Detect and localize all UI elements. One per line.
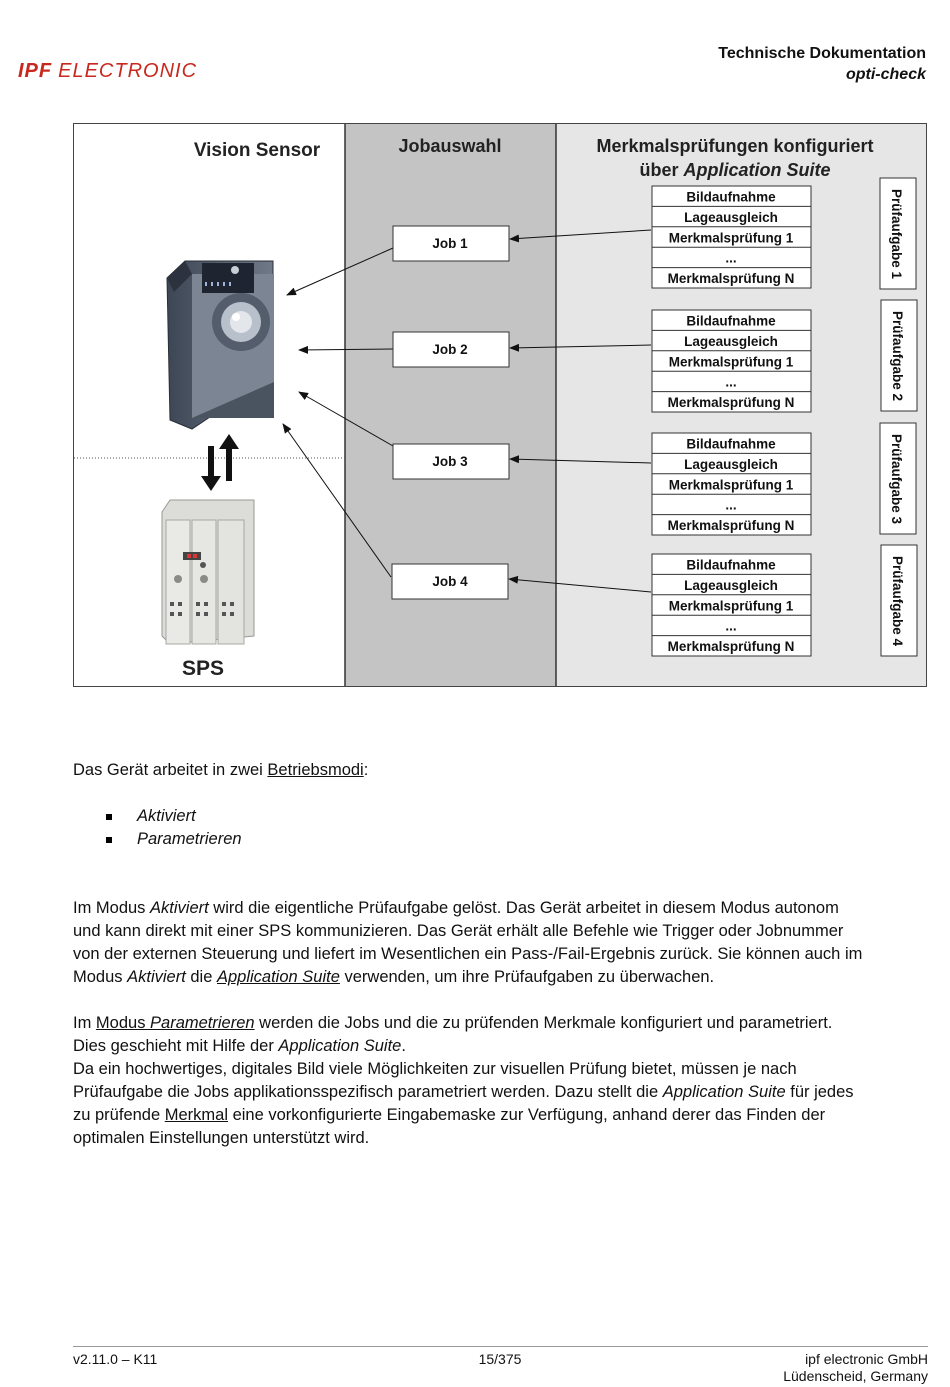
text-line: von der externen Steuerung und liefert i… (73, 945, 863, 963)
job-box: Job 1 (392, 225, 510, 262)
step-label: Merkmalsprüfung 1 (669, 598, 794, 613)
step-label: ... (725, 251, 736, 266)
text-line: optimalen Einstellungen unterstützt wird… (73, 1129, 370, 1147)
paragraph-parametrieren: Im Modus Parametrieren werden die Jobs u… (73, 1012, 933, 1150)
intro-paragraph: Das Gerät arbeitet in zwei Betriebsmodi: (73, 759, 933, 782)
text-line: Modus Aktiviert die Application Suite ve… (73, 968, 715, 986)
job-to-sensor-arrows (282, 247, 394, 578)
logo-text: ELECTRONIC (58, 60, 198, 82)
list-item: Aktiviert (73, 805, 933, 828)
check-step-group: Bildaufnahme Lageausgleich Merkmalsprüfu… (651, 309, 812, 413)
step-label: Bildaufnahme (686, 437, 776, 452)
vision-sensor-camera (166, 260, 274, 430)
system-diagram: Vision Sensor Jobauswahl Merkmalsprüfung… (73, 123, 927, 687)
step-label: Lageausgleich (684, 578, 778, 593)
job-box: Job 4 (391, 563, 509, 600)
intro-text: Das Gerät arbeitet in zwei (73, 761, 268, 779)
task-label-box: Prüfaufgabe 2 (880, 299, 918, 412)
heading-application-suite: über Application Suite (639, 160, 830, 180)
heading-merkmalspruefungen: Merkmalsprüfungen konfiguriert (596, 136, 873, 156)
step-label: ... (725, 498, 736, 513)
data-exchange-arrows (201, 434, 239, 491)
link-application-suite[interactable]: Application Suite (216, 968, 340, 986)
diagram-canvas: Vision Sensor Jobauswahl Merkmalsprüfung… (74, 124, 926, 686)
check-step-group: Bildaufnahme Lageausgleich Merkmalsprüfu… (651, 432, 812, 536)
job-label: Job 1 (432, 236, 468, 251)
step-label: Merkmalsprüfung 1 (669, 477, 794, 492)
step-label: Merkmalsprüfung 1 (669, 230, 794, 245)
job-box: Job 3 (392, 443, 510, 480)
task-label: Prüfaufgabe 3 (889, 434, 904, 525)
text-line: Da ein hochwertiges, digitales Bild viel… (73, 1060, 797, 1078)
step-label: Merkmalsprüfung N (668, 639, 795, 654)
checks-to-job-arrows (508, 229, 652, 593)
heading-vision-sensor: Vision Sensor (194, 140, 321, 161)
link-modus-parametrieren[interactable]: Modus Parametrieren (95, 1014, 255, 1032)
column-job-selection (345, 124, 556, 686)
step-label: Merkmalsprüfung N (668, 518, 795, 533)
step-label: Merkmalsprüfung N (668, 395, 795, 410)
footer-company-city: Lüdenscheid, Germany (783, 1368, 928, 1384)
task-label: Prüfaufgabe 1 (889, 189, 904, 280)
logo-mark: IPF (18, 60, 53, 82)
document-header: Technische Dokumentation opti-check (718, 43, 926, 85)
step-label: Merkmalsprüfung 1 (669, 354, 794, 369)
footer-page-number: 15/375 (478, 1351, 522, 1367)
check-step-group: Bildaufnahme Lageausgleich Merkmalsprüfu… (651, 185, 812, 289)
task-label-box: Prüfaufgabe 4 (880, 544, 918, 657)
text-line: Im Modus Parametrieren werden die Jobs u… (73, 1014, 833, 1032)
plc-label: SPS (182, 657, 224, 680)
step-label: ... (725, 619, 736, 634)
task-label: Prüfaufgabe 2 (890, 311, 905, 401)
plc-device (161, 499, 255, 645)
footer-company-name: ipf electronic GmbH (805, 1351, 928, 1367)
intro-colon: : (363, 761, 369, 779)
step-label: Bildaufnahme (686, 190, 776, 205)
text-line: und kann direkt mit einer SPS kommunizie… (73, 922, 844, 940)
step-label: Bildaufnahme (686, 558, 776, 573)
job-label: Job 3 (432, 454, 468, 469)
job-box: Job 2 (392, 331, 510, 368)
document-title: Technische Dokumentation (718, 45, 926, 62)
list-item: Parametrieren (73, 828, 933, 851)
step-label: Lageausgleich (684, 334, 778, 349)
step-label: Lageausgleich (684, 210, 778, 225)
text-line: zu prüfende Merkmal eine vorkonfiguriert… (73, 1106, 826, 1124)
footer-company: ipf electronic GmbH Lüdenscheid, Germany (783, 1351, 928, 1385)
task-label-box: Prüfaufgabe 1 (879, 177, 917, 290)
text-line: Im Modus Aktiviert wird die eigentliche … (73, 899, 839, 917)
step-label: Lageausgleich (684, 457, 778, 472)
step-label: Bildaufnahme (686, 314, 776, 329)
check-step-group: Bildaufnahme Lageausgleich Merkmalsprüfu… (651, 553, 812, 657)
job-label: Job 2 (432, 342, 467, 357)
step-label: Merkmalsprüfung N (668, 271, 795, 286)
step-label: ... (725, 375, 736, 390)
text-line: Dies geschieht mit Hilfe der Application… (73, 1037, 406, 1055)
task-label: Prüfaufgabe 4 (890, 556, 905, 647)
document-subtitle: opti-check (845, 66, 926, 83)
job-label: Job 4 (432, 574, 468, 589)
link-merkmal[interactable]: Merkmal (164, 1106, 228, 1124)
mode-list: Aktiviert Parametrieren (73, 805, 933, 851)
task-label-box: Prüfaufgabe 3 (879, 422, 917, 535)
paragraph-aktiviert: Im Modus Aktiviert wird die eigentliche … (73, 897, 933, 989)
text-line: Prüfaufgabe die Jobs applikationsspezifi… (73, 1083, 854, 1101)
link-betriebsmodi[interactable]: Betriebsmodi (267, 761, 364, 779)
footer-divider (73, 1346, 928, 1347)
heading-jobauswahl: Jobauswahl (398, 136, 501, 156)
footer-version: v2.11.0 – K11 (73, 1351, 158, 1367)
